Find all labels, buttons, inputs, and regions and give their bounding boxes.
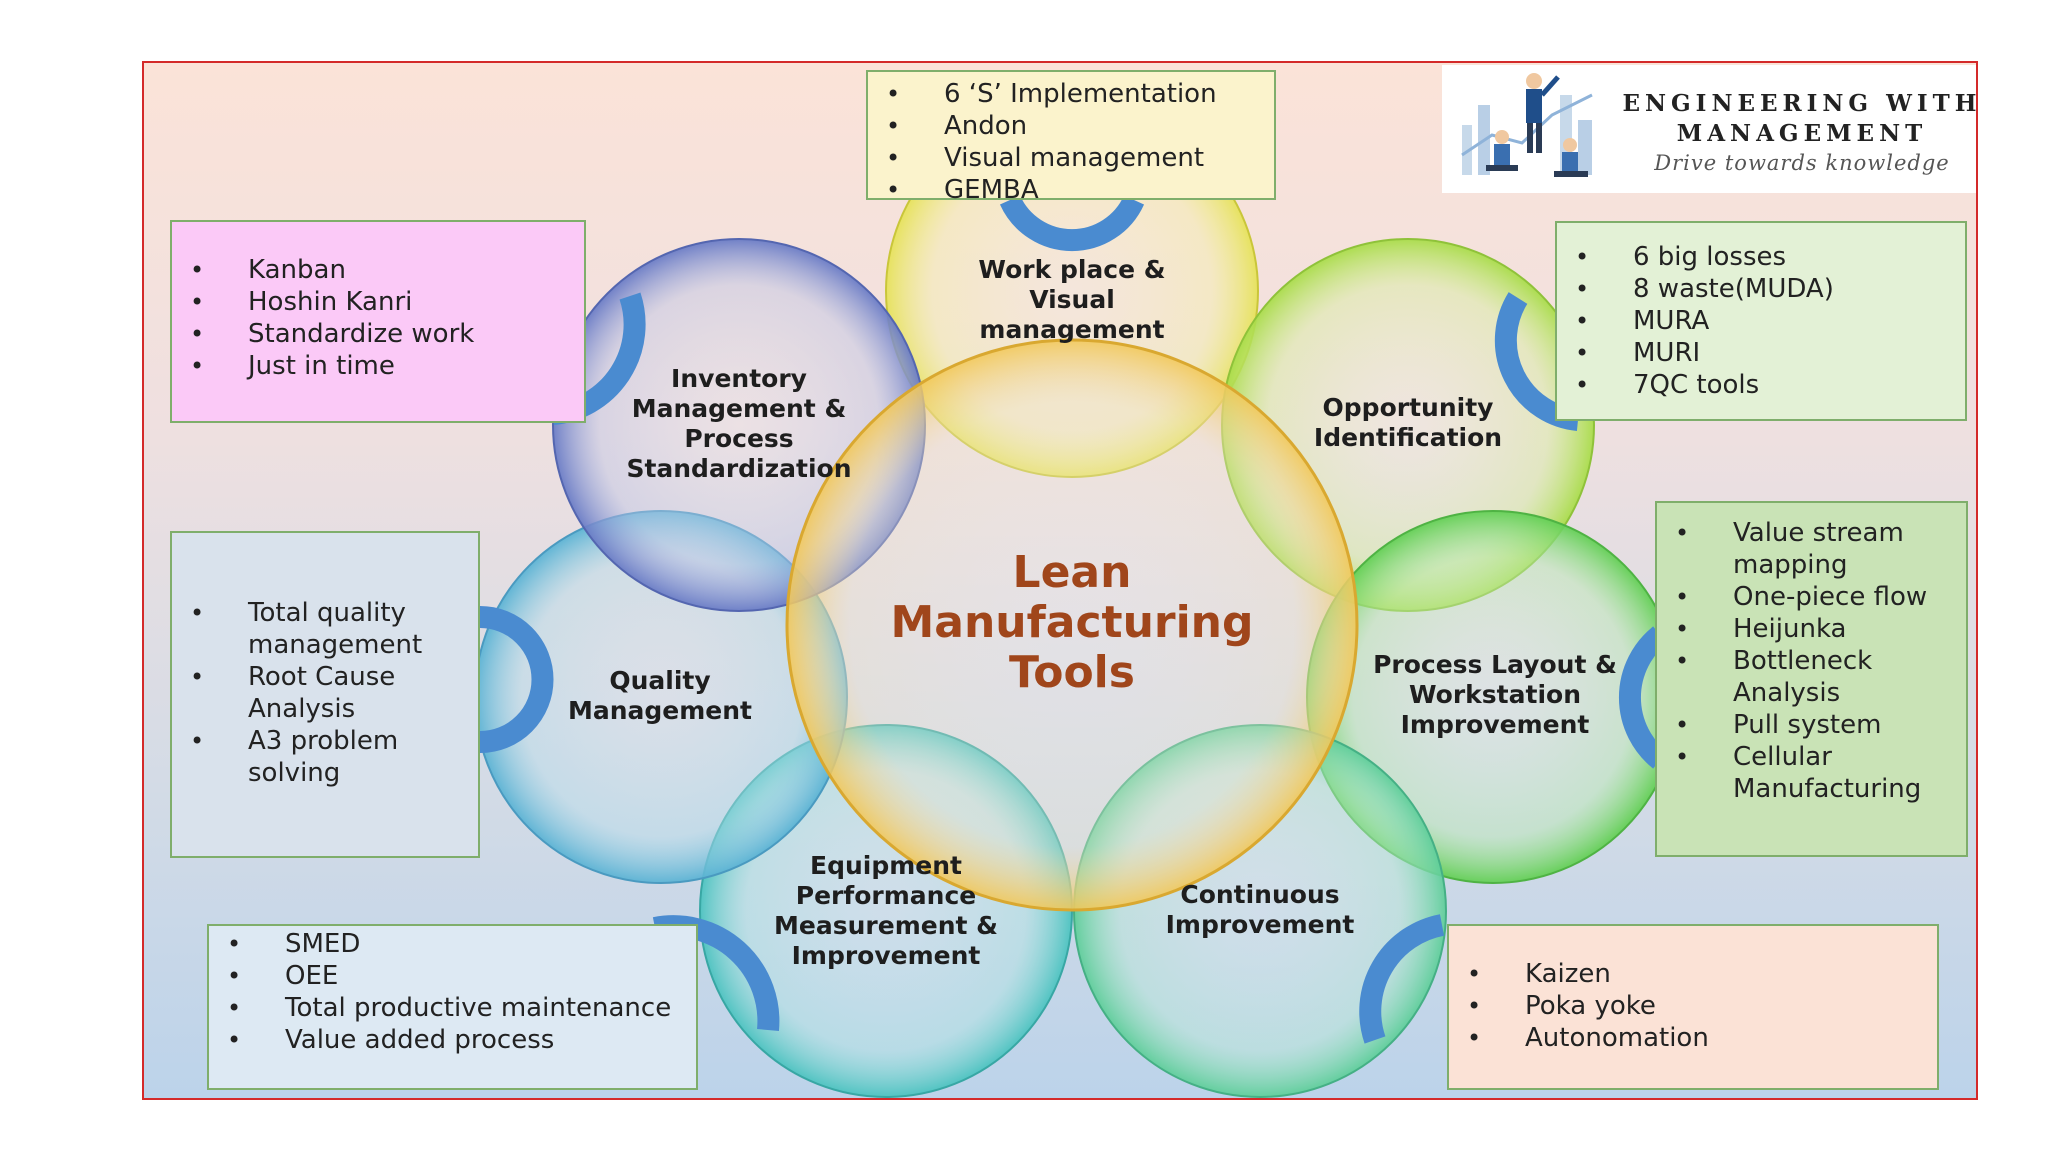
list-item: Standardize work bbox=[172, 318, 576, 350]
arc-process-layout bbox=[1618, 626, 1668, 769]
list-item: MURI bbox=[1557, 337, 1957, 369]
list-item: Just in time bbox=[172, 350, 576, 382]
list-item: Total productive maintenance bbox=[209, 992, 688, 1024]
list-item: Heijunka bbox=[1657, 613, 1958, 645]
list-item: Root Cause Analysis bbox=[172, 661, 470, 725]
list-item: Kaizen bbox=[1449, 958, 1929, 990]
list-item: Hoshin Kanri bbox=[172, 286, 576, 318]
list-item: 6 ‘S’ Implementation bbox=[868, 78, 1266, 110]
list-item: GEMBA bbox=[868, 174, 1266, 206]
list-item: Kanban bbox=[172, 254, 576, 286]
box-process-layout: Value stream mapping One-piece flow Heij… bbox=[1655, 501, 1968, 857]
box-equipment: SMED OEE Total productive maintenance Va… bbox=[207, 924, 698, 1090]
list-item: Visual management bbox=[868, 142, 1266, 174]
list-item: A3 problem solving bbox=[172, 725, 470, 789]
list-item: MURA bbox=[1557, 305, 1957, 337]
list-item: Poka yoke bbox=[1449, 990, 1929, 1022]
box-workplace: 6 ‘S’ Implementation Andon Visual manage… bbox=[866, 70, 1276, 206]
box-quality: Total quality management Root Cause Anal… bbox=[170, 531, 480, 858]
list-item: Value stream mapping bbox=[1657, 517, 1958, 581]
box-opportunity: 6 big losses 8 waste(MUDA) MURA MURI 7QC… bbox=[1555, 221, 1967, 421]
box-continuous: Kaizen Poka yoke Autonomation bbox=[1447, 924, 1939, 1090]
box-inventory: Kanban Hoshin Kanri Standardize work Jus… bbox=[170, 220, 586, 423]
logo-title: ENGINEERING WITH MANAGEMENT bbox=[1622, 90, 1982, 147]
list-item: One-piece flow bbox=[1657, 581, 1958, 613]
list-item: Pull system bbox=[1657, 709, 1958, 741]
list-item: 6 big losses bbox=[1557, 241, 1957, 273]
list-item: Cellular Manufacturing bbox=[1657, 741, 1958, 805]
circle-center bbox=[785, 338, 1359, 912]
list-item: SMED bbox=[209, 928, 688, 960]
arc-workplace bbox=[999, 195, 1145, 251]
list-item: OEE bbox=[209, 960, 688, 992]
list-item: Value added process bbox=[209, 1024, 688, 1056]
engineers-illustration-icon bbox=[1442, 65, 1622, 193]
list-item: Andon bbox=[868, 110, 1266, 142]
list-item: 8 waste(MUDA) bbox=[1557, 273, 1957, 305]
arc-quality bbox=[479, 606, 554, 753]
list-item: 7QC tools bbox=[1557, 369, 1957, 401]
brand-logo: ENGINEERING WITH MANAGEMENT Drive toward… bbox=[1442, 65, 1977, 193]
arc-continuous bbox=[1359, 914, 1445, 1044]
list-item: Total quality management bbox=[172, 597, 470, 661]
list-item: Autonomation bbox=[1449, 1022, 1929, 1054]
logo-tagline: Drive towards knowledge bbox=[1654, 151, 1950, 175]
list-item: Bottleneck Analysis bbox=[1657, 645, 1958, 709]
